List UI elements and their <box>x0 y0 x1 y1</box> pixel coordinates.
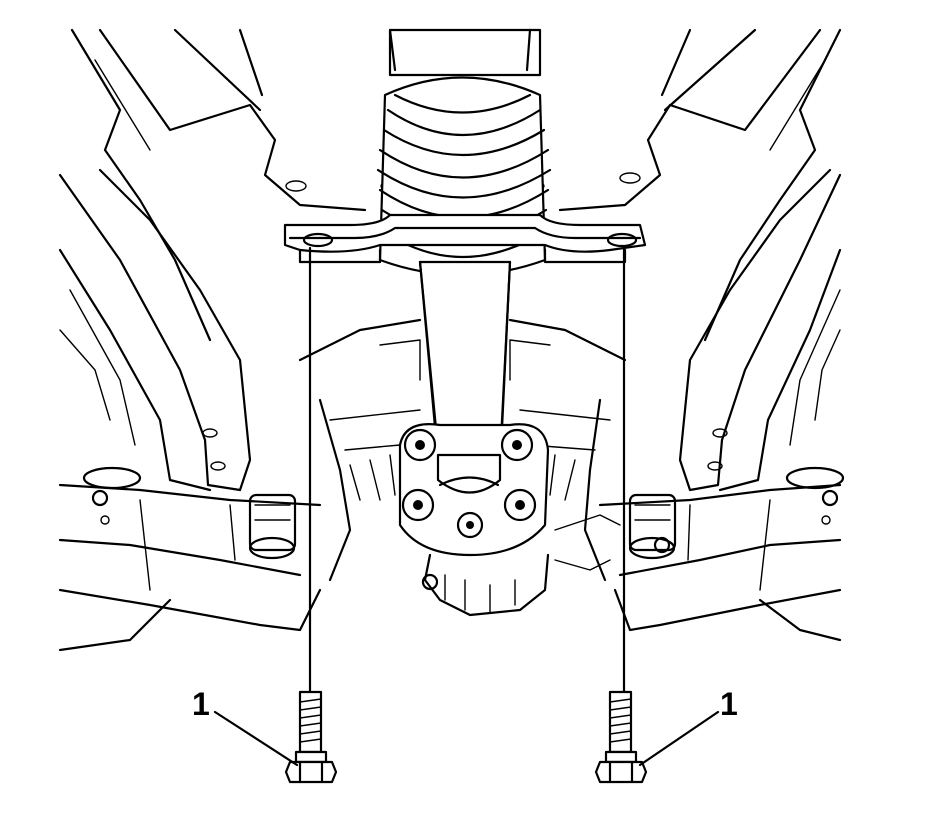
callout-left-leader <box>213 710 299 767</box>
callout-right-leader <box>638 710 720 767</box>
callout-label-right: 1 <box>720 686 738 722</box>
bolt-right <box>594 690 648 784</box>
differential-flange <box>398 423 671 617</box>
callout-right: 1 <box>638 686 738 767</box>
callout-label-left: 1 <box>192 686 210 722</box>
underbody-structure <box>58 28 845 652</box>
bolt-left <box>284 690 338 784</box>
center-bearing-bracket <box>283 213 647 264</box>
bolt-leader-lines <box>308 246 626 694</box>
drive-shaft <box>376 28 552 486</box>
callout-left: 1 <box>192 686 299 767</box>
